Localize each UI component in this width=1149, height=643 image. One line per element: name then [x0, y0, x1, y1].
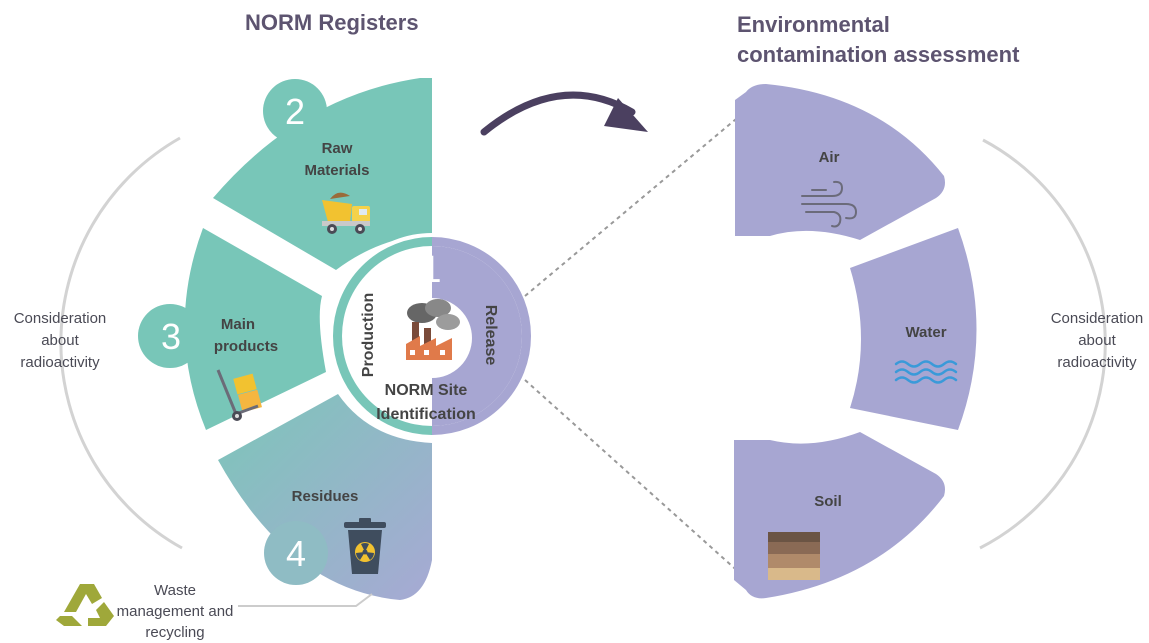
residues-label: Residues: [292, 488, 359, 505]
waste-line1: Waste: [154, 582, 196, 599]
right-title-line1: Environmental: [737, 12, 890, 37]
segment-raw-materials[interactable]: [213, 78, 432, 270]
segment-number-4: 4: [286, 533, 306, 574]
waste-label: Waste management and recycling: [100, 580, 250, 643]
hub-number-1: 1: [420, 249, 441, 291]
waste-line3: recycling: [145, 624, 205, 641]
air-label: Air: [819, 149, 840, 166]
dashed-connector-bottom: [524, 379, 743, 576]
right-side-note: Consideration about radioactivity: [1037, 308, 1149, 374]
waste-line2: management and: [116, 603, 234, 620]
number-circle-2: [263, 79, 327, 143]
left-note-line3: radioactivity: [20, 354, 100, 371]
left-guide-arc: [59, 136, 183, 550]
right-note-line2: about: [1078, 332, 1116, 349]
recycle-icon: [56, 584, 114, 626]
right-note-line1: Consideration: [1050, 310, 1144, 327]
release-label: Release: [482, 305, 499, 366]
raw-materials-label-line2: Materials: [304, 162, 369, 179]
radioactive-bin-icon: [344, 518, 386, 574]
left-side-note: Consideration about radioactivity: [0, 308, 120, 374]
right-note-line3: radioactivity: [1057, 354, 1137, 371]
hand-truck-icon: [216, 369, 262, 421]
segment-main-products[interactable]: [184, 228, 326, 430]
segment-number-3: 3: [161, 316, 181, 357]
main-products-label-line1: Main: [221, 316, 255, 333]
number-circle-3: [138, 304, 202, 368]
right-title-line2: contamination assessment: [737, 42, 1020, 67]
segment-number-2: 2: [285, 91, 305, 132]
left-note-line2: about: [41, 332, 79, 349]
left-note-line1: Consideration: [13, 310, 107, 327]
factory-icon: [406, 299, 460, 360]
raw-materials-label-line1: Raw: [322, 140, 353, 157]
right-guide-arc: [979, 138, 1107, 550]
main-products-label-line2: products: [214, 338, 278, 355]
segment-air[interactable]: [735, 84, 945, 240]
site-label-line2: Identification: [376, 406, 476, 423]
production-label: Production: [360, 293, 377, 377]
dump-truck-icon: [322, 192, 370, 234]
site-label-line1: NORM Site: [385, 382, 468, 399]
soil-label: Soil: [814, 493, 842, 510]
hub-inner-release: [432, 246, 522, 426]
left-title: NORM Registers: [245, 10, 419, 35]
number-circle-4: [264, 521, 328, 585]
waste-connector: [238, 593, 373, 607]
waves-icon: [894, 360, 958, 384]
dashed-connector-top: [524, 113, 743, 297]
soil-layers-icon: [768, 532, 820, 580]
water-label: Water: [905, 324, 946, 341]
wind-icon: [801, 180, 858, 228]
hub-ring: [329, 233, 535, 439]
segment-soil[interactable]: [734, 432, 945, 599]
flow-arrow: [480, 91, 636, 136]
flow-arrow-head: [604, 98, 648, 132]
